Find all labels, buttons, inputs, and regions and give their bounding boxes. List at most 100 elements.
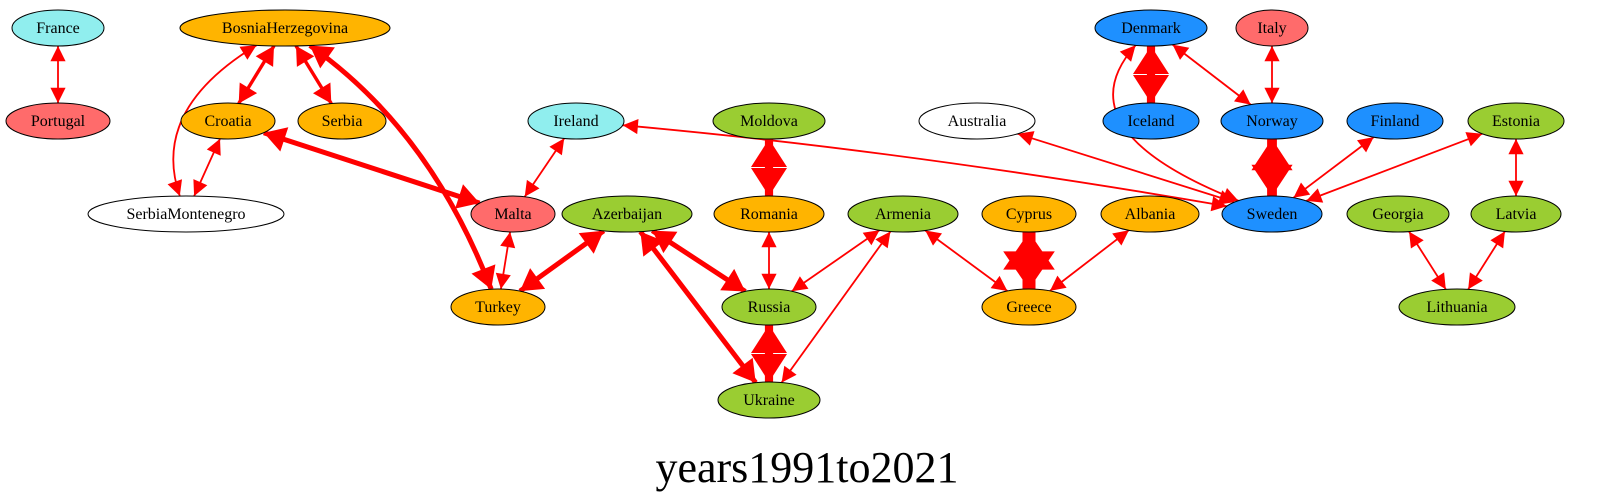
- edge-Italy-Norway: [1264, 46, 1280, 103]
- edge-arrow-target: [50, 87, 66, 103]
- edge-arrow-source: [862, 230, 880, 246]
- node-label: Greece: [1006, 299, 1051, 316]
- node-Romania: Romania: [713, 195, 825, 233]
- node-Sweden: Sweden: [1221, 195, 1323, 233]
- node-ellipse: [179, 9, 391, 47]
- node-ellipse: [981, 288, 1077, 326]
- node-label: Norway: [1246, 113, 1298, 130]
- edge-line: [1017, 132, 1235, 203]
- node-Georgia: Georgia: [1346, 195, 1450, 233]
- node-BosniaHerzegovina: BosniaHerzegovina: [179, 9, 391, 47]
- node-label: Armenia: [875, 206, 931, 223]
- edge-arrow-target: [1221, 188, 1239, 203]
- edge-arrow-target: [1112, 230, 1129, 246]
- node-ellipse: [717, 381, 821, 419]
- edge-arrow-target: [1251, 164, 1293, 196]
- edge-Croatia-SerbiaMontenegro: [193, 138, 221, 197]
- edge-arrow-target: [791, 276, 809, 292]
- node-ellipse: [5, 102, 111, 140]
- edge-arrow-target: [167, 179, 182, 196]
- edge-arrow-target: [1468, 272, 1483, 290]
- node-ellipse: [180, 102, 276, 140]
- node-ellipse: [712, 102, 826, 140]
- node-Iceland: Iceland: [1102, 102, 1200, 140]
- edge-arrow-source: [925, 230, 942, 246]
- edge-arrow-source: [640, 231, 664, 257]
- node-label: Latvia: [1496, 206, 1537, 223]
- edge-arrow-target: [1264, 87, 1280, 103]
- node-Malta: Malta: [470, 195, 556, 233]
- node-label: Malta: [494, 206, 531, 223]
- node-Italy: Italy: [1235, 9, 1309, 47]
- node-label: Russia: [748, 299, 791, 316]
- edge-arrow-target: [990, 275, 1008, 291]
- node-SerbiaMontenegro: SerbiaMontenegro: [87, 195, 285, 233]
- node-Lithuania: Lithuania: [1398, 288, 1516, 326]
- edge-line: [308, 43, 494, 291]
- edge-arrow-target: [732, 357, 756, 383]
- node-ellipse: [1220, 102, 1324, 140]
- node-ellipse: [1100, 195, 1200, 233]
- node-label: Turkey: [475, 299, 521, 316]
- node-ellipse: [470, 195, 556, 233]
- node-label: Moldova: [740, 113, 798, 130]
- edge-arrow-source: [255, 45, 274, 67]
- node-label: Lithuania: [1426, 299, 1487, 316]
- node-Latvia: Latvia: [1470, 195, 1562, 233]
- edge-arrow-target: [751, 168, 787, 196]
- edge-Ireland-Malta: [523, 137, 565, 198]
- node-Armenia: Armenia: [847, 195, 959, 233]
- node-ellipse: [721, 288, 817, 326]
- node-Albania: Albania: [1100, 195, 1200, 233]
- edge-arrow-source: [206, 138, 221, 156]
- edge-arrow-source: [309, 45, 335, 69]
- edge-Norway-Sweden: [1251, 139, 1293, 196]
- node-Finland: Finland: [1346, 102, 1444, 140]
- edge-line: [622, 124, 1228, 208]
- edge-Georgia-Lithuania: [1408, 231, 1447, 290]
- node-ellipse: [1221, 195, 1323, 233]
- node-ellipse: [1235, 9, 1309, 47]
- edge-Denmark-Iceland: [1133, 46, 1169, 103]
- edge-arrow-target: [313, 82, 332, 104]
- node-ellipse: [1470, 195, 1562, 233]
- edge-arrow-target: [1234, 89, 1251, 105]
- node-label: SerbiaMontenegro: [126, 206, 245, 223]
- edge-line: [1049, 229, 1130, 292]
- edge-BosniaHerzegovina-Croatia: [237, 45, 276, 105]
- edge-Latvia-Lithuania: [1467, 230, 1506, 290]
- node-ellipse: [87, 195, 285, 233]
- edge-arrow-source: [751, 325, 787, 353]
- edge-arrow-source: [50, 46, 66, 62]
- node-label: Iceland: [1127, 113, 1174, 130]
- node-Russia: Russia: [721, 288, 817, 326]
- edge-arrow-target: [1293, 182, 1311, 198]
- edge-arrow-target: [720, 268, 746, 292]
- node-Croatia: Croatia: [180, 102, 276, 140]
- edge-line: [263, 130, 481, 206]
- node-ellipse: [1398, 288, 1516, 326]
- edge-arrow-target: [1431, 272, 1446, 290]
- node-label: Azerbaijan: [592, 206, 662, 223]
- node-ellipse: [981, 195, 1077, 233]
- node-label: Georgia: [1372, 206, 1423, 223]
- edge-arrow-source: [1050, 275, 1067, 291]
- node-ellipse: [11, 9, 105, 47]
- edge-Armenia-Greece: [924, 229, 1008, 292]
- edge-arrow-target: [1003, 251, 1055, 289]
- edge-arrow-target: [193, 179, 208, 197]
- node-label: Australia: [948, 113, 1007, 130]
- node-Australia: Australia: [918, 102, 1036, 140]
- edge-Cyprus-Greece: [1003, 232, 1055, 289]
- edge-arrow-source: [1251, 139, 1293, 171]
- edge-arrow-source: [549, 138, 565, 156]
- edge-arrow-target: [238, 82, 258, 104]
- node-France: France: [11, 9, 105, 47]
- edge-arrow-source: [751, 139, 787, 167]
- edge-arrow-source: [1264, 46, 1280, 62]
- node-label: France: [36, 20, 80, 37]
- edge-arrow-target: [751, 354, 787, 382]
- node-Denmark: Denmark: [1094, 9, 1208, 47]
- edge-Malta-Turkey: [495, 231, 516, 290]
